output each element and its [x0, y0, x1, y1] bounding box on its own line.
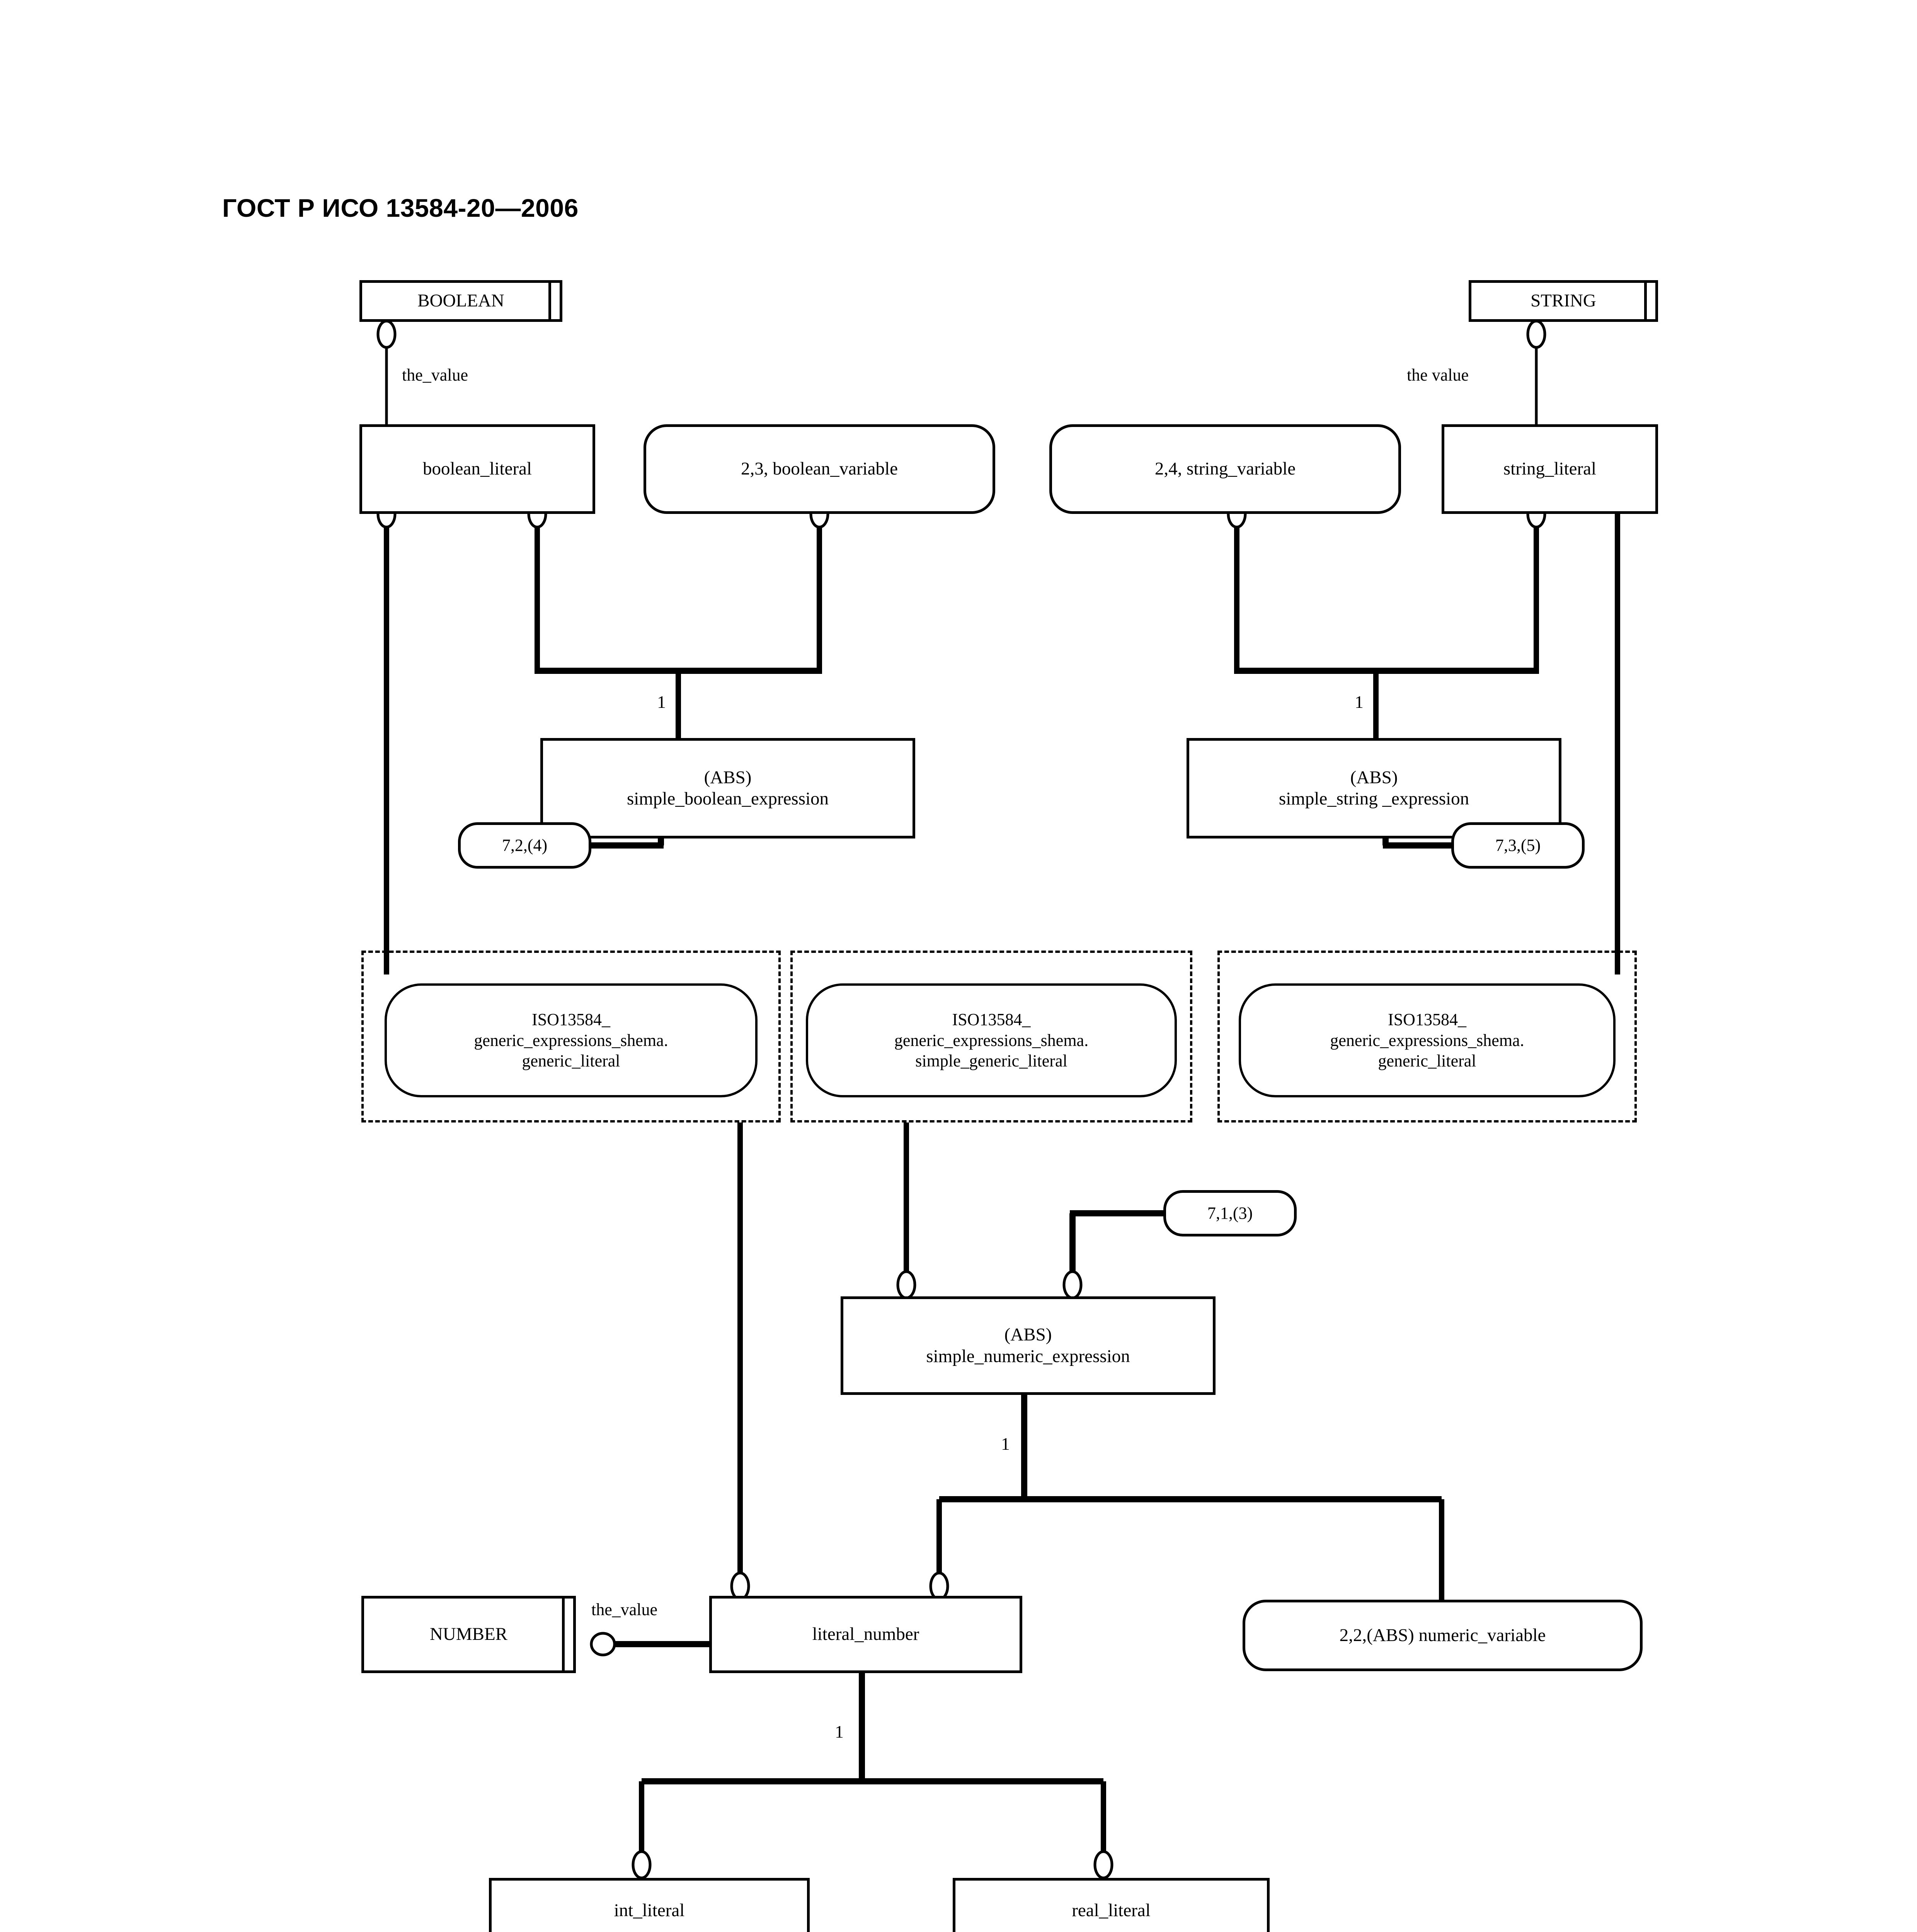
node-boolean-label: BOOLEAN	[417, 291, 504, 311]
node-page-ref-7-1-3-label: 7,1,(3)	[1207, 1204, 1253, 1223]
node-schema-generic-literal-left-label: ISO13584_ generic_expressions_shema. gen…	[474, 1010, 668, 1071]
node-string-literal[interactable]: string_literal	[1442, 424, 1658, 514]
node-literal-number[interactable]: literal_number	[709, 1596, 1022, 1673]
node-simple-numeric-expression[interactable]: (ABS) simple_numeric_expression	[841, 1296, 1216, 1395]
node-numeric-variable-label: 2,2,(ABS) numeric_variable	[1339, 1625, 1546, 1645]
node-string-literal-label: string_literal	[1503, 459, 1597, 479]
edge-label-the-value-string: the value	[1407, 366, 1469, 384]
node-real-literal-label: real_literal	[1072, 1900, 1151, 1921]
supertype-marker-literal-number: 1	[835, 1722, 844, 1742]
node-string-variable[interactable]: 2,4, string_variable	[1049, 424, 1401, 514]
node-simple-string-expression[interactable]: (ABS) simple_string _expression	[1187, 738, 1561, 838]
node-string-label: STRING	[1531, 291, 1596, 311]
defined-type-bar	[1644, 283, 1647, 319]
node-int-literal-label: int_literal	[614, 1900, 685, 1921]
node-simple-string-expression-label: (ABS) simple_string _expression	[1279, 767, 1469, 809]
node-boolean-literal-label: boolean_literal	[423, 459, 532, 479]
node-real-literal[interactable]: real_literal	[953, 1878, 1270, 1932]
node-int-literal[interactable]: int_literal	[489, 1878, 810, 1932]
node-string-variable-label: 2,4, string_variable	[1154, 459, 1296, 479]
node-boolean-variable[interactable]: 2,3, boolean_variable	[644, 424, 995, 514]
node-page-ref-7-1-3[interactable]: 7,1,(3)	[1163, 1190, 1297, 1236]
node-schema-simple-generic-literal-label: ISO13584_ generic_expressions_shema. sim…	[894, 1010, 1089, 1071]
node-boolean[interactable]: BOOLEAN	[359, 280, 562, 322]
node-simple-boolean-expression-label: (ABS) simple_boolean_expression	[627, 767, 829, 809]
supertype-marker-string: 1	[1355, 692, 1364, 712]
supertype-marker-numeric: 1	[1001, 1434, 1010, 1454]
node-page-ref-7-3-5-label: 7,3,(5)	[1495, 836, 1541, 855]
node-number-label: NUMBER	[429, 1624, 508, 1645]
schema-container-right	[1217, 951, 1637, 1122]
node-page-ref-7-2-4-label: 7,2,(4)	[502, 836, 548, 855]
node-numeric-variable[interactable]: 2,2,(ABS) numeric_variable	[1243, 1600, 1643, 1671]
document-header: ГОСТ Р ИСО 13584-20—2006	[222, 194, 579, 222]
node-number[interactable]: NUMBER	[361, 1596, 576, 1673]
node-boolean-literal[interactable]: boolean_literal	[359, 424, 595, 514]
node-boolean-variable-label: 2,3, boolean_variable	[741, 459, 898, 479]
supertype-marker-boolean: 1	[657, 692, 666, 712]
node-schema-generic-literal-right-label: ISO13584_ generic_expressions_shema. gen…	[1330, 1010, 1524, 1071]
edge-label-the-value-boolean: the_value	[402, 366, 468, 384]
node-string[interactable]: STRING	[1469, 280, 1658, 322]
node-page-ref-7-3-5[interactable]: 7,3,(5)	[1451, 822, 1585, 869]
node-simple-numeric-expression-label: (ABS) simple_numeric_expression	[926, 1325, 1130, 1366]
node-literal-number-label: literal_number	[812, 1624, 919, 1645]
node-simple-boolean-expression[interactable]: (ABS) simple_boolean_expression	[540, 738, 915, 838]
defined-type-bar	[562, 1599, 565, 1670]
node-schema-generic-literal-left[interactable]: ISO13584_ generic_expressions_shema. gen…	[385, 983, 758, 1097]
schema-container-left	[361, 951, 781, 1122]
edge-label-the-value-number: the_value	[591, 1600, 658, 1619]
node-schema-simple-generic-literal[interactable]: ISO13584_ generic_expressions_shema. sim…	[806, 983, 1177, 1097]
node-schema-generic-literal-right[interactable]: ISO13584_ generic_expressions_shema. gen…	[1239, 983, 1616, 1097]
node-page-ref-7-2-4[interactable]: 7,2,(4)	[458, 822, 591, 869]
defined-type-bar	[548, 283, 551, 319]
schema-container-middle	[790, 951, 1192, 1122]
